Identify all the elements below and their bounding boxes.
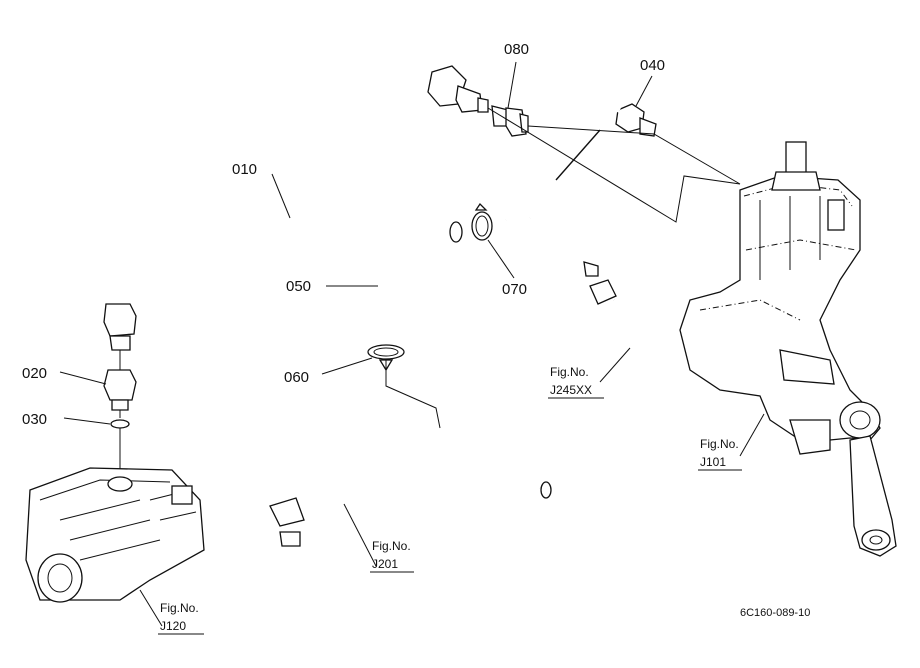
figref-j120-title: Fig.No. [160,601,199,615]
label-030: 030 [22,411,47,428]
return-pipe-end [583,261,599,277]
hose-j245xx [589,279,663,420]
figref-j120[interactable]: Fig.No. J120 [158,601,204,635]
label-010: 010 [232,161,257,178]
figref-j245xx-number: J245XX [550,383,592,397]
drawing-code: 6C160-089-10 [740,607,810,619]
label-080: 080 [504,41,529,58]
clamp-070 [471,202,493,241]
label-050: 050 [286,278,311,295]
fitting-040 [615,103,657,137]
fitting-020 [103,369,137,411]
label-020: 020 [22,365,47,382]
figref-j101-number: J101 [700,455,726,469]
label-040: 040 [640,57,665,74]
adapter-080 [491,105,529,137]
pipe-010-upper-nut [427,65,489,113]
pump-j120 [25,467,205,603]
label-070: 070 [502,281,527,298]
return-pipe [536,100,622,273]
clamp-060 [367,344,405,372]
figref-j101-title: Fig.No. [700,437,739,451]
figref-j201-title: Fig.No. [372,539,411,553]
figref-j101[interactable]: Fig.No. J101 [698,437,742,471]
pipe-010-lower-nut [103,303,137,351]
assembly-lines [385,107,741,429]
label-060: 060 [284,369,309,386]
pipe-010 [115,59,440,305]
oring-030 [110,419,130,429]
steering-j101 [679,141,897,557]
hose-j201 [189,428,552,547]
figref-j245xx-title: Fig.No. [550,365,589,379]
hose-050 [383,215,531,336]
figref-j201-number: J201 [372,557,398,571]
figref-j245xx[interactable]: Fig.No. J245XX [548,365,604,399]
leader-lines [59,61,765,627]
figref-j201[interactable]: Fig.No. J201 [370,539,414,573]
figref-j120-number: J120 [160,619,186,633]
